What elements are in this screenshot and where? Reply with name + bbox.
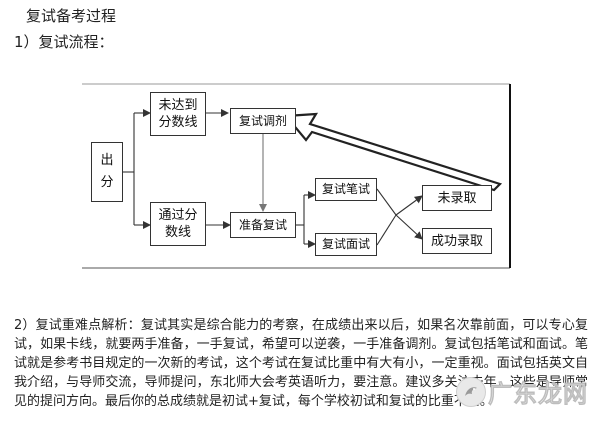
connector-mianshi-merge bbox=[376, 214, 397, 246]
node-fushibishi-label: 复试笔试 bbox=[321, 182, 370, 196]
node-weiluqu-label: 未录取 bbox=[437, 190, 477, 206]
node-fushitiaoji: 复试调剂 bbox=[230, 108, 296, 134]
node-tongguo: 通过分 数线 bbox=[150, 202, 206, 246]
arrow-to-chenggong bbox=[395, 214, 423, 240]
node-zhunbeifushi-label: 准备复试 bbox=[238, 217, 287, 232]
node-chenggongluqu: 成功录取 bbox=[422, 228, 492, 254]
step-1-title: 1）复试流程： bbox=[14, 33, 114, 51]
node-fushibishi: 复试笔试 bbox=[315, 178, 377, 201]
node-weidadao-line2: 分数线 bbox=[158, 115, 198, 130]
node-fushitiaoji-label: 复试调剂 bbox=[238, 113, 287, 128]
node-fushimianshi: 复试面试 bbox=[315, 233, 377, 256]
node-zhunbeifushi: 准备复试 bbox=[230, 212, 296, 238]
return-hollow-arrow bbox=[283, 112, 503, 192]
node-fushimianshi-label: 复试面试 bbox=[321, 237, 370, 251]
node-tongguo-line2: 数线 bbox=[164, 225, 191, 240]
node-chufen-line2: 分 bbox=[100, 175, 114, 190]
flowchart: 出 分 未达到 分数线 通过分 数线 复试调剂 准备复试 复试笔试 复试面试 未… bbox=[82, 82, 522, 270]
analysis-paragraph: 2）复试重难点解析：复试其实是综合能力的考察，在成绩出来以后，如果名次靠前面，可… bbox=[14, 318, 588, 409]
node-tongguo-line1: 通过分 bbox=[158, 208, 198, 223]
arrow-to-weiluqu bbox=[395, 195, 423, 216]
node-chufen-line1: 出 bbox=[100, 153, 114, 168]
node-chenggongluqu-label: 成功录取 bbox=[430, 233, 483, 249]
connector-bishi-merge bbox=[376, 188, 397, 216]
section-heading: 复试备考过程 bbox=[26, 7, 117, 25]
node-weiluqu: 未录取 bbox=[422, 185, 492, 211]
node-weidadao: 未达到 分数线 bbox=[150, 92, 206, 136]
node-weidadao-line1: 未达到 bbox=[158, 98, 198, 113]
flowchart-connectors bbox=[82, 83, 511, 269]
node-chufen: 出 分 bbox=[91, 142, 123, 202]
